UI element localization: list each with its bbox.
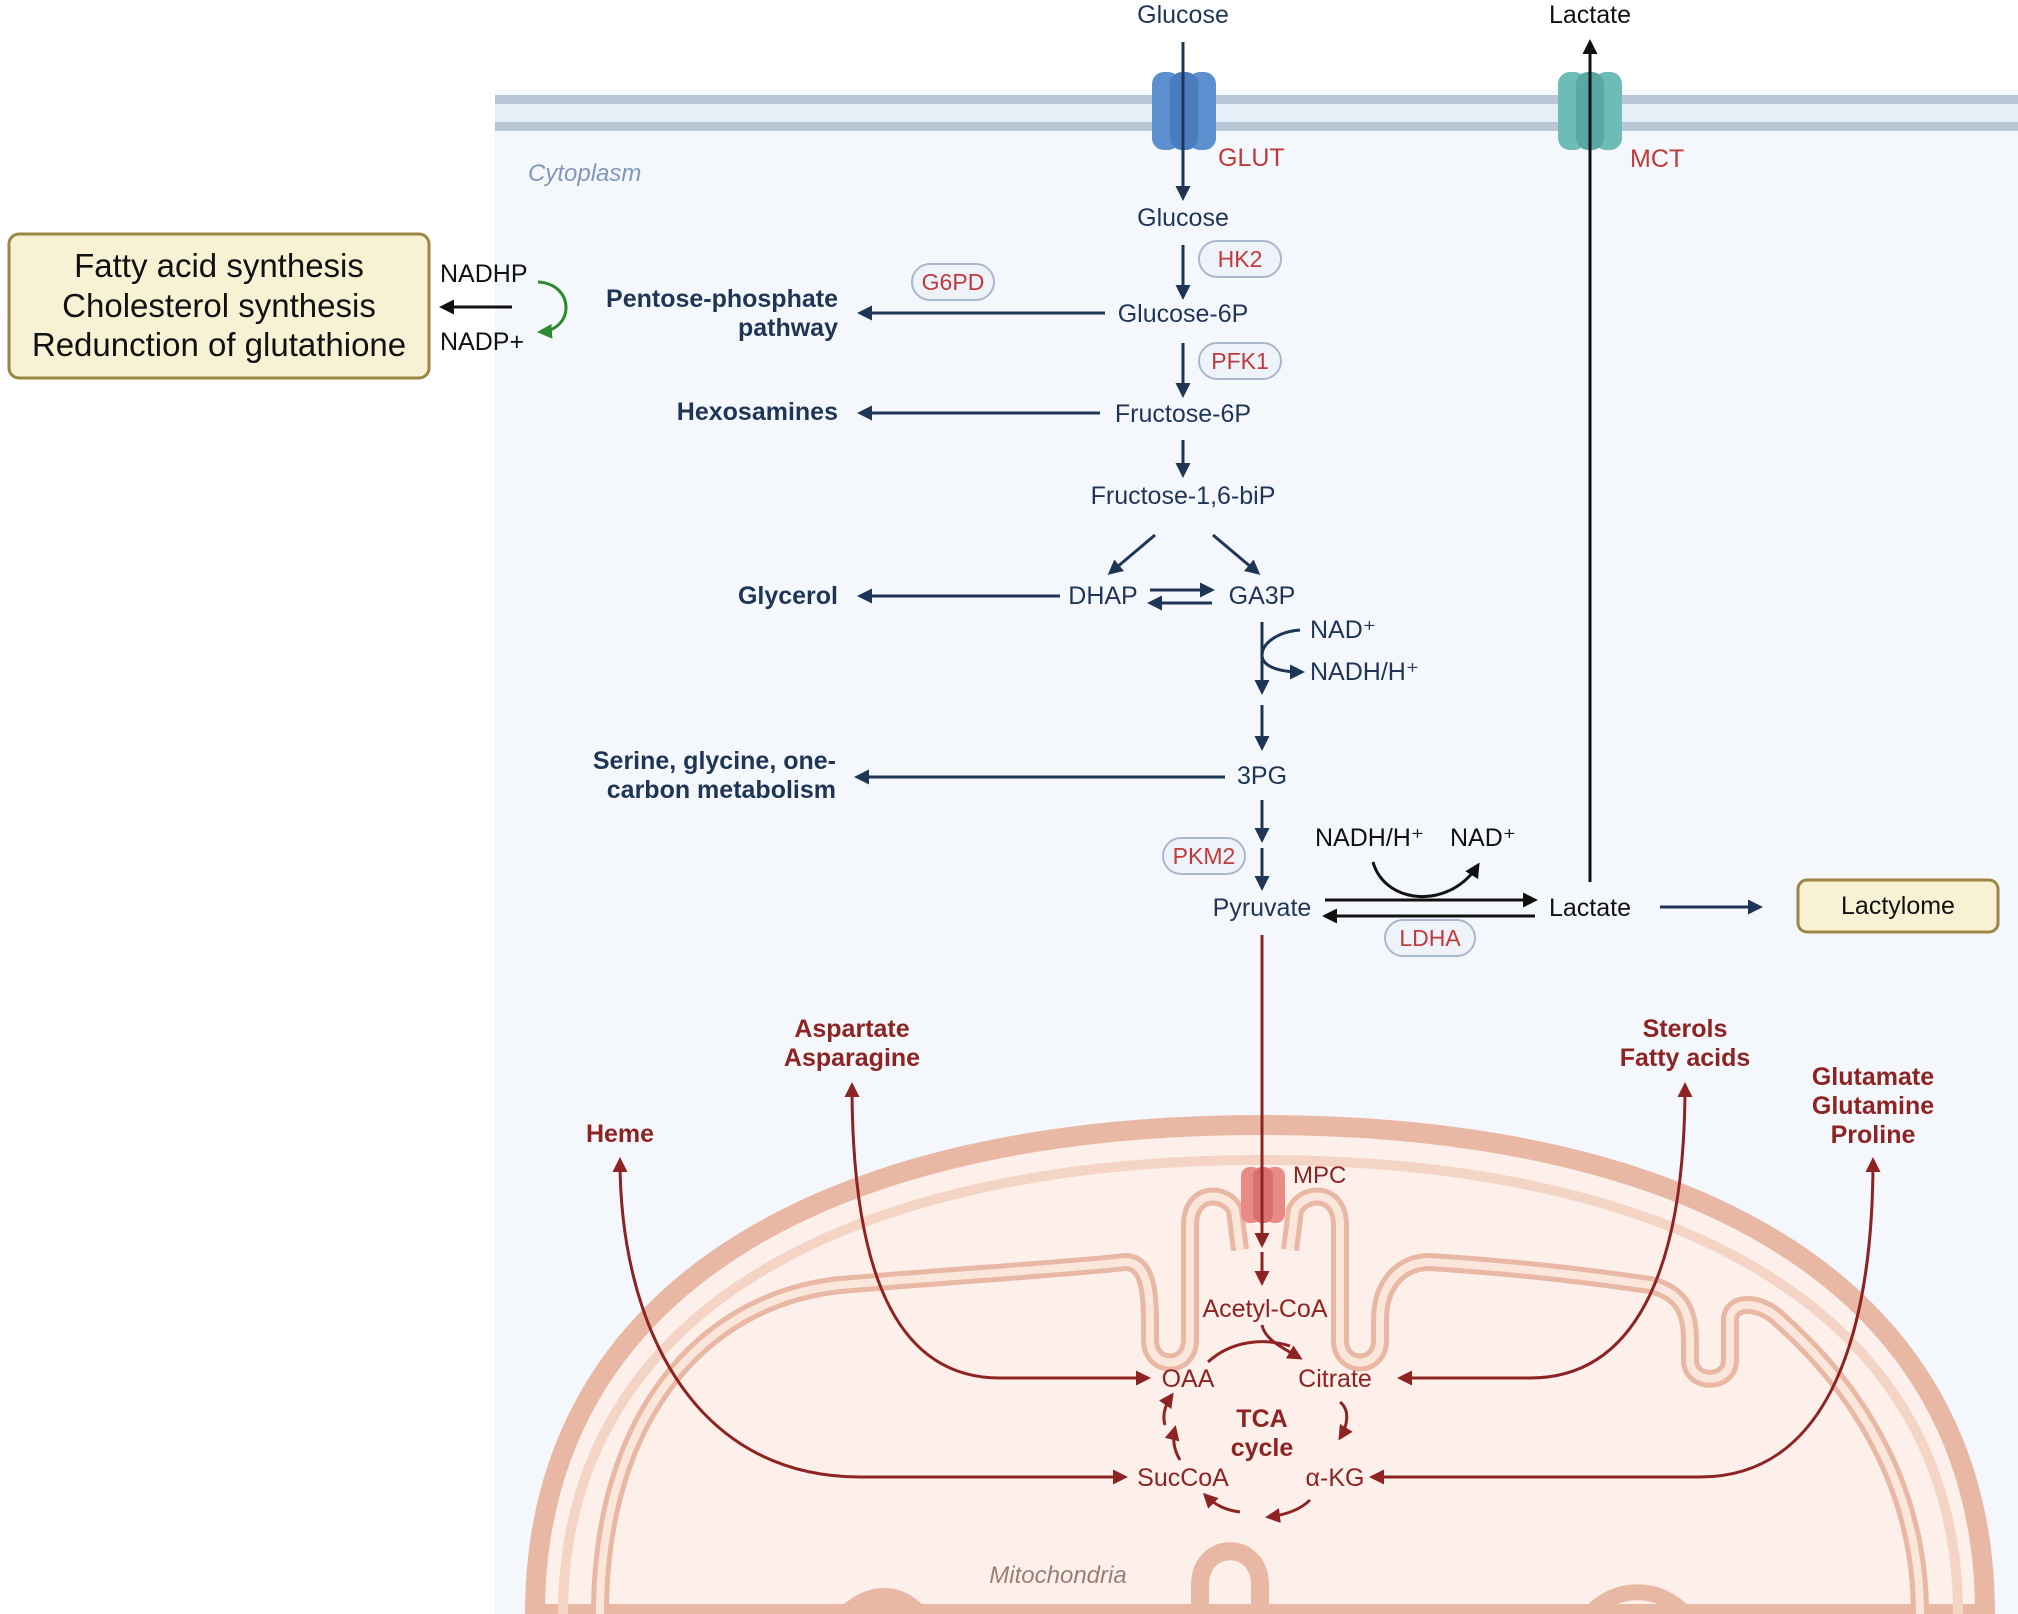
g6pd-pill bbox=[911, 263, 995, 301]
glut-label: GLUT bbox=[1218, 144, 1285, 172]
pyruvate-node: Pyruvate bbox=[1213, 894, 1312, 922]
fructose-16bip-node: Fructose-1,6-biP bbox=[1091, 482, 1276, 510]
ppp-label-line1: Pentose-phosphate bbox=[606, 285, 838, 313]
hk2-label: HK2 bbox=[1218, 246, 1263, 272]
lactylome-label: Lactylome bbox=[1841, 892, 1955, 920]
extracellular-glucose: Glucose bbox=[1137, 1, 1229, 29]
acetyl-coa-node: Acetyl-CoA bbox=[1202, 1295, 1327, 1323]
succoa-to-oaa-via-arrow bbox=[1202, 1492, 1241, 1514]
glycerol-label: Glycerol bbox=[738, 582, 838, 610]
plasma-membrane bbox=[495, 95, 2018, 131]
pfk1-label: PFK1 bbox=[1211, 348, 1269, 374]
cytoplasm-label: Cytoplasm bbox=[528, 160, 641, 187]
g6pd-label: G6PD bbox=[922, 269, 985, 295]
ldh-nadh-label: NADH/H⁺ bbox=[1315, 824, 1424, 852]
nadh-h-label: NADH/H⁺ bbox=[1310, 658, 1419, 686]
fructose-6p-node: Fructose-6P bbox=[1115, 400, 1251, 428]
nad-plus-label: NAD⁺ bbox=[1310, 616, 1376, 644]
lactate-node: Lactate bbox=[1549, 894, 1631, 922]
ga3p-node: GA3P bbox=[1229, 582, 1296, 610]
nadph-box-line1: Fatty acid synthesis bbox=[74, 247, 364, 284]
mitochondria-label: Mitochondria bbox=[989, 1562, 1126, 1589]
ldh-nad-label: NAD⁺ bbox=[1450, 824, 1516, 852]
asparagine-label: Asparagine bbox=[784, 1044, 920, 1072]
citrate-node: Citrate bbox=[1298, 1365, 1372, 1393]
pkm2-label: PKM2 bbox=[1173, 843, 1236, 869]
split-to-ga3p-arrow bbox=[1212, 533, 1261, 575]
tca-cycle-label-line2: cycle bbox=[1231, 1434, 1294, 1462]
succoa-up-arrow bbox=[1164, 1425, 1182, 1461]
nadph-green-arrow bbox=[537, 280, 568, 339]
nadph-box-line2: Cholesterol synthesis bbox=[62, 287, 376, 324]
aspartate-label: Aspartate bbox=[794, 1015, 909, 1043]
hk2-pill bbox=[1198, 240, 1282, 278]
pfk1-pill bbox=[1198, 342, 1282, 380]
succoa-heme-arrow bbox=[612, 1157, 1128, 1485]
lactylome-box bbox=[1796, 878, 2000, 934]
proline-label: Proline bbox=[1831, 1121, 1916, 1149]
heme-label: Heme bbox=[586, 1120, 654, 1148]
nadph-box-line3: Redunction of glutathione bbox=[32, 326, 406, 363]
ldh-nadh-oxidation-arrow bbox=[1371, 861, 1480, 899]
glutamine-label: Glutamine bbox=[1812, 1092, 1934, 1120]
ppp-label-line2: pathway bbox=[738, 314, 838, 342]
hexosamines-label: Hexosamines bbox=[677, 398, 838, 426]
serine-label-line2: carbon metabolism bbox=[607, 776, 836, 804]
tca-cycle-label-line1: TCA bbox=[1236, 1405, 1287, 1433]
glucose-node: Glucose bbox=[1137, 204, 1229, 232]
ldha-pill bbox=[1384, 919, 1476, 957]
to-oaa-up-arrow bbox=[1158, 1392, 1174, 1426]
serine-label-line1: Serine, glycine, one- bbox=[593, 747, 836, 775]
fatty-acids-label: Fatty acids bbox=[1620, 1044, 1751, 1072]
dhap-node: DHAP bbox=[1068, 582, 1137, 610]
succoa-node: SucCoA bbox=[1137, 1464, 1229, 1492]
oaa-to-citrate-arc bbox=[1206, 1340, 1291, 1364]
split-to-dhap-arrow bbox=[1107, 533, 1156, 575]
oaa-node: OAA bbox=[1162, 1365, 1215, 1393]
nad-reduction-arrow bbox=[1260, 628, 1305, 680]
nadp-plus-label: NADP+ bbox=[440, 328, 524, 356]
pkm2-pill bbox=[1162, 837, 1246, 875]
nadhp-label: NADHP bbox=[440, 260, 528, 288]
nadph-uses-box bbox=[7, 232, 431, 380]
mpc-label: MPC bbox=[1293, 1162, 1346, 1189]
akg-to-succoa-arrow bbox=[1265, 1498, 1312, 1524]
akg-glutamate-arrow bbox=[1369, 1157, 1881, 1485]
mct-label: MCT bbox=[1630, 145, 1684, 173]
citrate-to-akg-arrow bbox=[1338, 1400, 1353, 1441]
glutamate-label: Glutamate bbox=[1812, 1063, 1934, 1091]
akg-node: α-KG bbox=[1306, 1464, 1365, 1492]
extracellular-lactate: Lactate bbox=[1549, 1, 1631, 29]
sterols-label: Sterols bbox=[1643, 1015, 1728, 1043]
glucose-6p-node: Glucose-6P bbox=[1118, 300, 1249, 328]
3pg-node: 3PG bbox=[1237, 762, 1287, 790]
ldha-label: LDHA bbox=[1399, 925, 1461, 951]
